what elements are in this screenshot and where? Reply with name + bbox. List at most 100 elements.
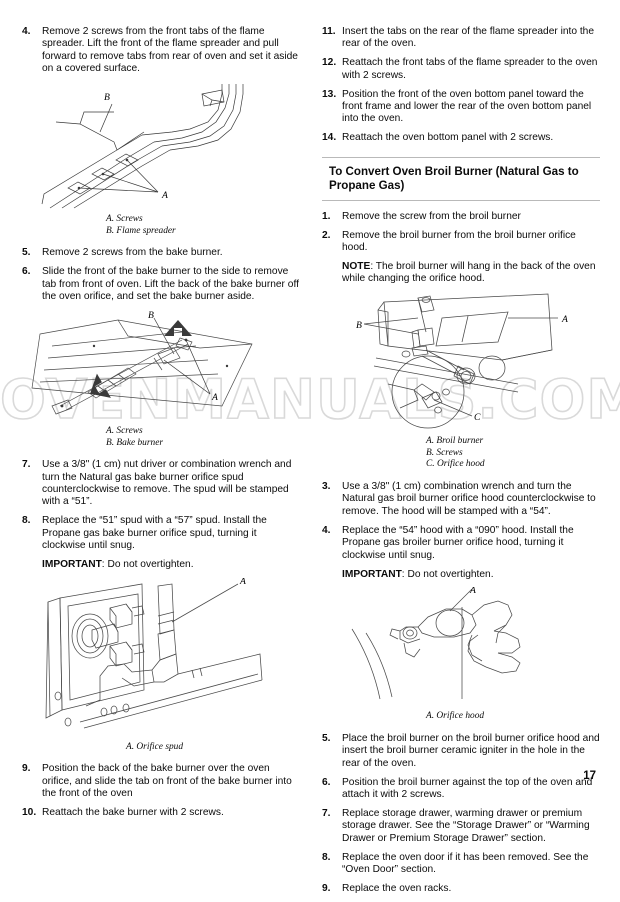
legend-line: A. Orifice spud [126, 741, 184, 752]
callout-label-a: A [161, 190, 168, 201]
legend-line: A. Screws [106, 425, 143, 436]
important-note-right: IMPORTANT: Do not overtighten. [342, 569, 600, 581]
callout-label-c: C [474, 412, 481, 423]
callout-label-b: B [356, 320, 362, 331]
step-text: Position the back of the bake burner ove… [42, 763, 292, 800]
legend-line: C. Orifice hood [426, 459, 485, 470]
legend-orifice-hood: A. Orifice hood [322, 711, 600, 723]
step-number: 14. [322, 132, 337, 144]
note-label: NOTE [342, 260, 371, 272]
important-note-left: IMPORTANT: Do not overtighten. [42, 559, 300, 571]
important-label: IMPORTANT [342, 568, 402, 580]
step-number: 13. [322, 88, 337, 100]
list-item: 1. Remove the screw from the broil burne… [322, 211, 600, 223]
step-number: 12. [322, 57, 337, 69]
orifice-spud-illustration: A [45, 578, 263, 729]
figure-orifice-spud: A [22, 578, 300, 738]
figure-broil-burner: B A C [322, 292, 600, 432]
list-item: 13. Position the front of the oven botto… [322, 89, 600, 126]
legend-line: B. Flame spreader [106, 225, 176, 236]
step-text: Remove 2 screws from the front tabs of t… [42, 26, 298, 75]
step-text: Replace the “51” spud with a “57” spud. … [42, 515, 267, 552]
figure-flame-spreader: B A [22, 82, 300, 210]
figure-bake-burner: B A [22, 310, 300, 422]
step-text: Reattach the oven bottom panel with 2 sc… [342, 132, 554, 144]
important-text: : Do not overtighten. [101, 558, 194, 570]
step-number: 6. [22, 266, 31, 278]
step-text: Place the broil burner on the broil burn… [342, 733, 600, 769]
callout-label-a: A [239, 578, 246, 587]
callout-label-a: A [561, 314, 568, 325]
list-item: 3. Use a 3/8" (1 cm) combination wrench … [322, 481, 600, 518]
step-number: 6. [322, 776, 331, 788]
left-steps-mid: 5. Remove 2 screws from the bake burner.… [22, 247, 300, 303]
bake-burner-illustration: B A [31, 310, 253, 415]
step-text: Replace the “54” hood with a “090” hood.… [342, 524, 574, 561]
step-text: Position the broil burner against the to… [342, 776, 593, 801]
list-item: 9. Replace the oven racks. [322, 883, 600, 895]
legend-line: B. Screws [426, 447, 463, 458]
legend-line: A. Broil burner [426, 436, 484, 447]
two-column-layout: 4. Remove 2 screws from the front tabs o… [22, 26, 600, 902]
step-number: 3. [322, 481, 331, 493]
callout-label-b: B [104, 92, 110, 103]
callout-label-a: A [211, 392, 218, 403]
list-item: 14. Reattach the oven bottom panel with … [322, 132, 600, 144]
left-steps-spud: 7. Use a 3/8" (1 cm) nut driver or combi… [22, 459, 300, 552]
step-number: 11. [322, 26, 336, 37]
step-number: 10. [22, 807, 37, 819]
broil-burner-illustration: B A C [356, 293, 568, 429]
list-item: 6. Position the broil burner against the… [322, 777, 600, 802]
step-text: Insert the tabs on the rear of the flame… [342, 26, 595, 50]
step-number: 1. [322, 210, 331, 222]
list-item: 7. Replace storage drawer, warming drawe… [322, 808, 600, 845]
list-item: 4. Replace the “54” hood with a “090” ho… [322, 525, 600, 562]
legend-orifice-spud: A. Orifice spud [22, 742, 300, 754]
important-text: : Do not overtighten. [401, 568, 494, 580]
list-item: 10. Reattach the bake burner with 2 scre… [22, 807, 300, 819]
callout-label-b: B [148, 310, 154, 321]
step-text: Reattach the bake burner with 2 screws. [42, 807, 224, 819]
step-number: 9. [22, 763, 31, 775]
list-item: 5. Place the broil burner on the broil b… [322, 733, 600, 770]
step-number: 4. [322, 524, 331, 536]
legend-broil-burner: A. Broil burner B. Screws C. Orifice hoo… [322, 436, 600, 471]
list-item: 4. Remove 2 screws from the front tabs o… [22, 26, 300, 76]
orifice-hood-illustration: A [351, 587, 521, 700]
step-number: 2. [322, 229, 331, 241]
list-item: 8. Replace the oven door if it has been … [322, 852, 600, 877]
step-text: Remove 2 screws from the bake burner. [42, 247, 223, 259]
legend-flame-spreader: A. Screws B. Flame spreader [22, 214, 300, 237]
step-number: 8. [322, 851, 331, 863]
flame-spreader-illustration: B A [41, 84, 244, 209]
right-column: 11. Insert the tabs on the rear of the f… [322, 26, 600, 902]
step-text: Use a 3/8" (1 cm) combination wrench and… [342, 481, 596, 517]
step-number: 9. [322, 883, 331, 895]
list-item: 5. Remove 2 screws from the bake burner. [22, 247, 300, 259]
page-number: 17 [583, 770, 596, 782]
step-number: 5. [322, 733, 331, 744]
list-item: 8. Replace the “51” spud with a “57” spu… [22, 515, 300, 552]
list-item: 11. Insert the tabs on the rear of the f… [322, 26, 600, 51]
callout-label-a: A [469, 587, 476, 596]
list-item: 7. Use a 3/8" (1 cm) nut driver or combi… [22, 459, 300, 509]
document-page: OVENMANUALS.COM 4. Remove 2 screws from … [0, 26, 620, 894]
left-steps-top: 4. Remove 2 screws from the front tabs o… [22, 26, 300, 76]
list-item: 9. Position the back of the bake burner … [22, 763, 300, 800]
step-text: Reattach the front tabs of the flame spr… [342, 57, 598, 81]
important-label: IMPORTANT [42, 558, 102, 570]
left-column: 4. Remove 2 screws from the front tabs o… [22, 26, 300, 826]
legend-bake-burner: A. Screws B. Bake burner [22, 426, 300, 449]
step-text: Replace the oven racks. [342, 883, 452, 895]
step-number: 7. [22, 459, 31, 471]
step-text: Position the front of the oven bottom pa… [342, 88, 592, 125]
right-steps-top: 11. Insert the tabs on the rear of the f… [322, 26, 600, 145]
step-text: Use a 3/8" (1 cm) nut driver or combinat… [42, 459, 292, 508]
figure-orifice-hood: A [322, 587, 600, 707]
right-steps-bottom: 5. Place the broil burner on the broil b… [322, 733, 600, 895]
right-steps-broil: 1. Remove the screw from the broil burne… [322, 211, 600, 255]
legend-line: B. Bake burner [106, 437, 164, 448]
note-text: : The broil burner will hang in the back… [342, 260, 596, 285]
list-item: 6. Slide the front of the bake burner to… [22, 266, 300, 303]
step-text: Remove the broil burner from the broil b… [342, 229, 576, 254]
